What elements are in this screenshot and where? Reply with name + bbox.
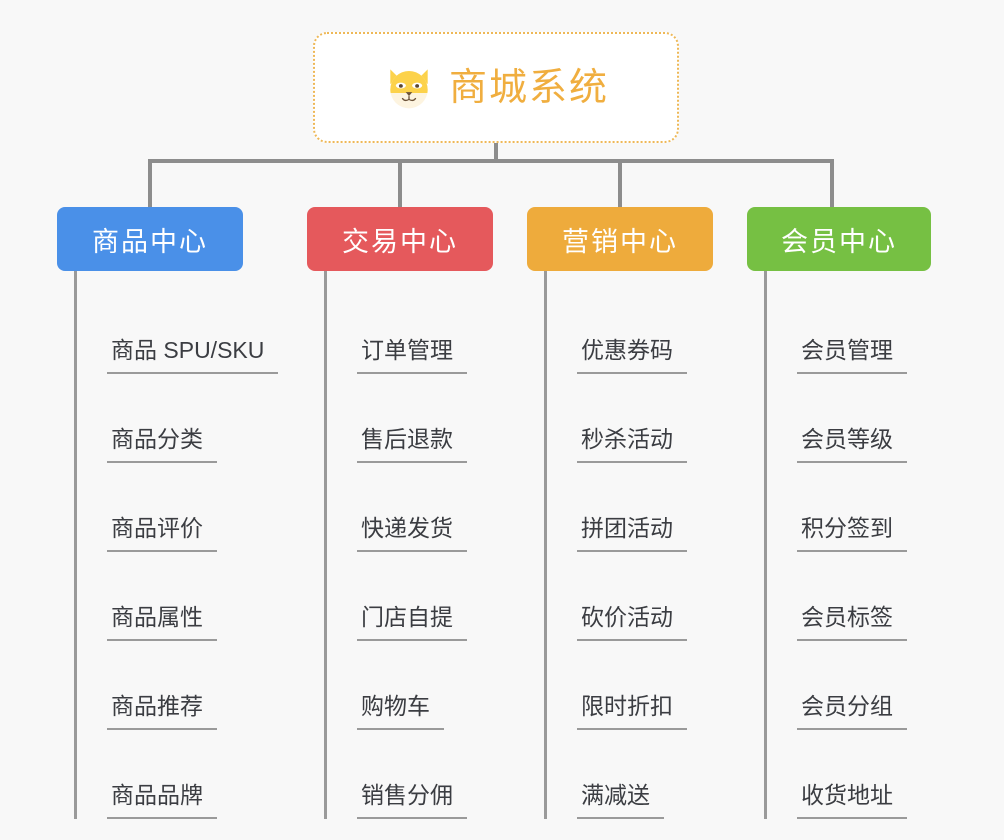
- branch-items-3: 会员管理会员等级积分签到会员标签会员分组收货地址: [764, 271, 931, 819]
- connector-drop-2: [618, 159, 622, 207]
- leaf-item-label: 会员标签: [797, 603, 907, 641]
- leaf-item[interactable]: 商品分类: [77, 374, 278, 463]
- branch-header-3[interactable]: 会员中心: [747, 207, 931, 271]
- leaf-item-label: 积分签到: [797, 514, 907, 552]
- leaf-item-label: 商品 SPU/SKU: [107, 336, 279, 374]
- leaf-item-label: 砍价活动: [577, 603, 687, 641]
- leaf-item-label: 拼团活动: [577, 514, 687, 552]
- leaf-item-label: 满减送: [577, 781, 664, 819]
- leaf-item-label: 快递发货: [357, 514, 467, 552]
- leaf-item-label: 商品推荐: [107, 692, 217, 730]
- leaf-item[interactable]: 购物车: [327, 641, 493, 730]
- leaf-item-label: 会员管理: [797, 336, 907, 374]
- leaf-item[interactable]: 门店自提: [327, 552, 493, 641]
- leaf-item[interactable]: 限时折扣: [547, 641, 713, 730]
- leaf-item[interactable]: 拼团活动: [547, 463, 713, 552]
- connector-root-stem: [494, 143, 498, 163]
- branch-header-2[interactable]: 营销中心: [527, 207, 713, 271]
- leaf-item[interactable]: 会员管理: [767, 285, 931, 374]
- root-title: 商城系统: [448, 66, 609, 109]
- root-node[interactable]: 商城系统: [313, 32, 679, 143]
- branch-column-0: 商品中心商品 SPU/SKU 商品分类商品评价商品属性商品推荐商品品牌: [57, 207, 279, 819]
- branch-header-0[interactable]: 商品中心: [57, 207, 243, 271]
- leaf-item[interactable]: 会员分组: [767, 641, 931, 730]
- leaf-item[interactable]: 商品评价: [77, 463, 278, 552]
- shiba-dog-face-icon: [390, 68, 428, 108]
- branch-items-1: 订单管理售后退款快递发货门店自提购物车销售分佣: [324, 271, 493, 819]
- leaf-item-label: 秒杀活动: [577, 425, 687, 463]
- leaf-item[interactable]: 优惠券码: [547, 285, 713, 374]
- leaf-item[interactable]: 商品 SPU/SKU: [77, 285, 279, 374]
- connector-horizontal-bar: [148, 159, 834, 163]
- leaf-item-label: 商品分类: [107, 425, 217, 463]
- connector-drop-1: [398, 159, 402, 207]
- leaf-item-label: 订单管理: [357, 336, 467, 374]
- leaf-item-label: 优惠券码: [577, 336, 687, 374]
- leaf-item[interactable]: 销售分佣: [327, 730, 493, 819]
- leaf-item-label: 门店自提: [357, 603, 467, 641]
- leaf-item[interactable]: 积分签到: [767, 463, 931, 552]
- branch-column-1: 交易中心订单管理售后退款快递发货门店自提购物车销售分佣: [307, 207, 493, 819]
- connector-drop-3: [830, 159, 834, 207]
- leaf-item[interactable]: 商品属性: [77, 552, 278, 641]
- branch-header-1[interactable]: 交易中心: [307, 207, 493, 271]
- leaf-item-label: 会员分组: [797, 692, 907, 730]
- branch-items-0: 商品 SPU/SKU 商品分类商品评价商品属性商品推荐商品品牌: [74, 271, 279, 819]
- leaf-item[interactable]: 收货地址: [767, 730, 931, 819]
- connector-drop-0: [148, 159, 152, 207]
- leaf-item-label: 限时折扣: [577, 692, 687, 730]
- leaf-item[interactable]: 商品推荐: [77, 641, 278, 730]
- leaf-item[interactable]: 商品品牌: [77, 730, 278, 819]
- leaf-item[interactable]: 快递发货: [327, 463, 493, 552]
- leaf-item[interactable]: 砍价活动: [547, 552, 713, 641]
- leaf-item-label: 商品属性: [107, 603, 217, 641]
- leaf-item-label: 会员等级: [797, 425, 907, 463]
- leaf-item[interactable]: 会员标签: [767, 552, 931, 641]
- leaf-item-label: 商品评价: [107, 514, 217, 552]
- branch-items-2: 优惠券码秒杀活动拼团活动砍价活动限时折扣满减送: [544, 271, 713, 819]
- leaf-item[interactable]: 订单管理: [327, 285, 493, 374]
- leaf-item[interactable]: 秒杀活动: [547, 374, 713, 463]
- branch-column-2: 营销中心优惠券码秒杀活动拼团活动砍价活动限时折扣满减送: [527, 207, 713, 819]
- leaf-item-label: 售后退款: [357, 425, 467, 463]
- leaf-item[interactable]: 会员等级: [767, 374, 931, 463]
- leaf-item-label: 购物车: [357, 692, 444, 730]
- leaf-item[interactable]: 售后退款: [327, 374, 493, 463]
- branch-column-3: 会员中心会员管理会员等级积分签到会员标签会员分组收货地址: [747, 207, 931, 819]
- leaf-item-label: 商品品牌: [107, 781, 217, 819]
- leaf-item-label: 收货地址: [797, 781, 907, 819]
- leaf-item[interactable]: 满减送: [547, 730, 713, 819]
- leaf-item-label: 销售分佣: [357, 781, 467, 819]
